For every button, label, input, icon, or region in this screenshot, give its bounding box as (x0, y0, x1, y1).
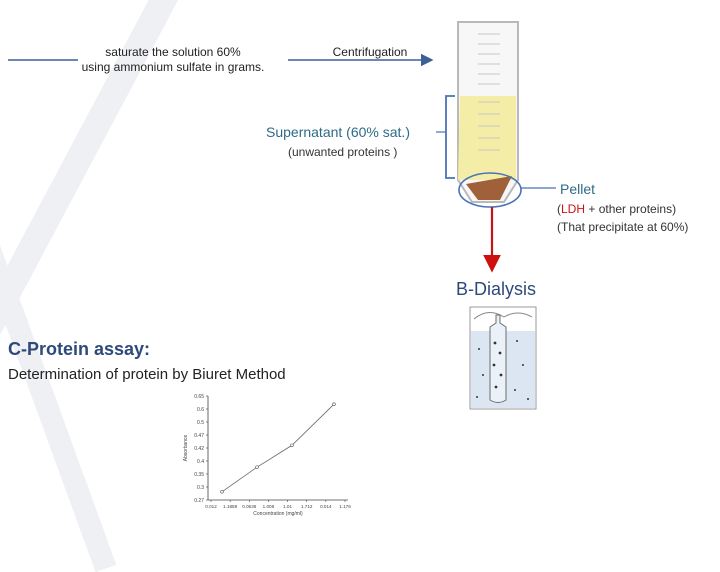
y-tick-label: 0.47 (194, 433, 204, 439)
biuret-subheading: Determination of protein by Biuret Metho… (8, 366, 286, 383)
pellet-label: Pellet (560, 181, 596, 197)
standard-curve-chart: 0.65 0.6 0.5 0.47 0.42 0.4 0.35 0.3 0.27 0.012 1.… (183, 394, 351, 517)
y-tick-label: 0.42 (194, 446, 204, 452)
supernatant-suffix: % sat.) (366, 124, 410, 140)
x-axis-label: Concentration (mg/ml) (253, 511, 303, 517)
centrifugation-label: Centrifugation (332, 45, 408, 59)
data-point (332, 402, 336, 406)
x-tick-label: 0.014 (320, 504, 332, 509)
supernatant-prefix: Supernatant ( (266, 124, 351, 140)
calibration-line (221, 403, 335, 493)
y-tick-label: 0.35 (194, 472, 204, 478)
y-tick-label: 0.65 (194, 394, 204, 400)
protein-assay-heading: C-Protein assay: (8, 339, 151, 359)
x-tick-label: 1.01 (283, 504, 292, 509)
y-tick-label: 0.3 (197, 485, 204, 491)
supernatant-label: Supernatant (60% sat.) (266, 124, 410, 140)
y-tick-label: 0.6 (197, 407, 204, 413)
pellet-open-paren: ( (557, 202, 561, 216)
data-point (255, 465, 259, 469)
x-tick-label: 0.012 (205, 504, 217, 509)
pellet-contents: (LDH + other proteins) (557, 202, 676, 217)
pellet-contents-rest: + other proteins) (585, 202, 677, 216)
supernatant-percent: 60 (350, 124, 367, 140)
saturate-line-1: saturate the solution 60% (105, 45, 241, 59)
data-point (220, 490, 224, 494)
x-tick-label: 0.0636 (242, 504, 256, 509)
centrifuge-diagram (8, 21, 556, 273)
supernatant-note: (unwanted proteins ) (288, 145, 398, 159)
x-tick-label: 1.1888 (223, 504, 237, 509)
data-point (290, 443, 294, 447)
x-tick-label: 1.008 (263, 504, 275, 509)
pellet-precipitate-note: (That precipitate at 60%) (557, 220, 689, 234)
ldh-label: LDH (561, 202, 586, 216)
dialysis-title: B-Dialysis (456, 279, 537, 299)
y-tick-label: 0.27 (194, 498, 204, 504)
dialysis-illustration (469, 306, 537, 410)
x-tick-label: 1.176 (339, 504, 351, 509)
supernatant-bracket (445, 95, 455, 179)
y-tick-label: 0.5 (197, 420, 204, 426)
saturate-instruction: saturate the solution 60% using ammonium… (68, 45, 278, 75)
centrifuge-tube (457, 21, 519, 203)
saturate-line-2: using ammonium sulfate in grams. (81, 60, 265, 74)
y-axis-label: Absorbance (183, 434, 189, 461)
x-tick-label: 1.712 (301, 504, 313, 509)
y-tick-label: 0.4 (197, 459, 204, 465)
pellet-highlight (458, 172, 522, 208)
